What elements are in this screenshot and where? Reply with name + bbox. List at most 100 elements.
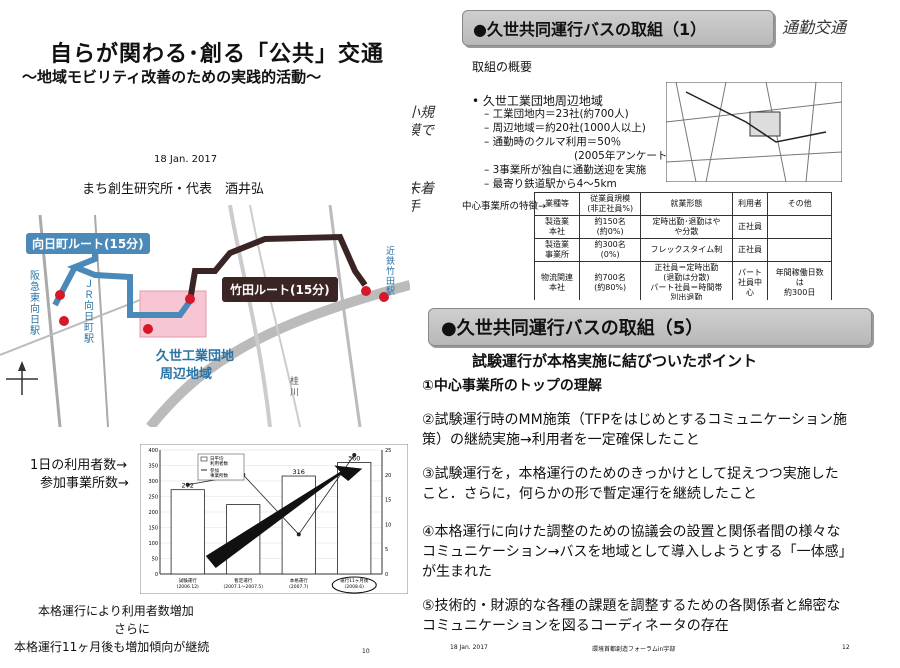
table-cell: 製造業 本社 xyxy=(533,215,581,239)
slide-author: まち創生研究所・代表 酒井弘 xyxy=(82,182,265,197)
chart-y-tick: 350 xyxy=(148,464,158,470)
chart-legend-swatch xyxy=(200,456,208,462)
chart-legend-label: 事業所数 xyxy=(210,472,228,479)
chart-point xyxy=(352,452,357,457)
chart-bar xyxy=(226,504,261,575)
map-road-2 xyxy=(0,299,141,356)
chart-y-tick: 300 xyxy=(148,479,158,485)
table-cell: 正社員＝定時出勤 (退勤は分散) パート社員＝時間帯 別出退勤 xyxy=(640,261,733,300)
slide-title: 自らが関わる･創る「公共」交通 〜地域モビリティ改善のための実践的活動〜 18 … xyxy=(0,0,410,205)
overview-item: – 周辺地域＝約20社(1000人以上) xyxy=(484,122,646,134)
industrial-area-label-2: 周辺地域 xyxy=(160,367,213,382)
table-cell: 製造業 事業所 xyxy=(533,238,581,262)
chart-y-tick: 150 xyxy=(148,526,158,532)
route-map-drawing xyxy=(0,205,410,427)
table-cell: 約150名 (約0%) xyxy=(579,215,642,239)
bus-stop-marker xyxy=(55,290,65,300)
slide-overview-header-text: ●久世共同運行バスの取組（1） xyxy=(473,20,707,39)
chart-caption-2: さらに xyxy=(114,622,151,636)
table-row: 製造業 事業所 約300名 (0%) フレックスタイム制 正社員 xyxy=(533,238,832,262)
table-cell: 約300名 (0%) xyxy=(579,238,642,262)
table-header-cell: 従業員規模 (非正社員%) xyxy=(579,192,642,216)
chart-note-users: 1日の利用者数→ xyxy=(30,458,128,473)
route-map: 向日町ルート(15分) 竹田ルート(15分) 久世工業団地 周辺地域 阪急東向日… xyxy=(0,205,410,427)
highlight-ellipse xyxy=(331,576,377,594)
table-cell: フレックスタイム制 xyxy=(640,238,733,262)
chart-bar xyxy=(337,461,372,575)
bus-stop-marker xyxy=(59,316,69,326)
river-label: 桂川 xyxy=(290,377,300,398)
table-cell: 定時出勤･退勤はや や分散 xyxy=(640,215,733,239)
chart-data-label: 316 xyxy=(293,468,305,476)
overview-item: (2005年アンケート) xyxy=(574,150,672,162)
map-river xyxy=(228,205,272,427)
chart-x-tick: 運行11ヶ月後 xyxy=(340,577,369,584)
chart-x-tick: 試験運行 xyxy=(179,577,197,584)
chart-bar xyxy=(170,489,205,575)
handwriting-top: 通勤交通 xyxy=(782,18,847,37)
station-kintetsu-label: 近鉄竹田駅 xyxy=(386,247,396,297)
bus-stop-marker xyxy=(143,324,153,334)
table-cell: 正社員 xyxy=(731,238,769,262)
chart-x-tick: (2007.1〜2007.5) xyxy=(223,584,263,590)
slide-overview: ●久世共同運行バスの取組（1） 通勤交通 取組の概要 • 久世工業団地周辺地域 … xyxy=(412,0,900,300)
overview-item-list: – 工業団地内＝23社(約700人) – 周辺地域＝約20社(1000人以上) … xyxy=(484,107,672,191)
trend-arrow-icon xyxy=(205,465,363,568)
handwriting-side-2: 未着手 xyxy=(412,181,434,215)
slide-footer-center: 環境首都創造フォーラムin宇部 xyxy=(592,646,676,653)
chart-y2-tick: 5 xyxy=(385,547,388,553)
table-header-row: 業種等 従業員規模 (非正社員%) 就業形態 利用者 その他 xyxy=(533,192,832,216)
table-cell: 年間稼働日数 は 約300日 xyxy=(767,261,832,300)
handwriting-side-1: 小規模で xyxy=(412,105,434,139)
table-header-cell: 就業形態 xyxy=(640,192,733,216)
slide-page-number: 10 xyxy=(362,648,370,655)
compass-icon xyxy=(6,361,38,395)
overview-item: – 通勤時のクルマ利用＝50％ xyxy=(484,136,622,148)
chart-y-tick: 100 xyxy=(148,541,158,547)
industrial-area-label-1: 久世工業団地 xyxy=(156,349,235,364)
chart-legend-label: 日平均 xyxy=(210,455,224,462)
table-cell xyxy=(767,238,832,262)
chart-y-tick: 50 xyxy=(152,557,158,563)
chart-y2-tick: 0 xyxy=(385,572,388,578)
slide-title-heading: 自らが関わる･創る「公共」交通 xyxy=(50,42,385,67)
key-point-item: ⑤技術的・財源的な各種の課題を調整するための各関係者と綿密なコミュニケーションを… xyxy=(422,598,841,634)
chart-x-tick: (2008.6) xyxy=(345,584,365,590)
table-cell: 物流関連 本社 xyxy=(533,261,581,300)
chart-x-tick: (2006.12) xyxy=(177,584,199,590)
chart-x-tick: (2007.7) xyxy=(289,584,309,590)
bus-stop-marker xyxy=(185,294,195,304)
overview-main-bullet: • 久世工業団地周辺地域 xyxy=(472,94,603,108)
table-row: 物流関連 本社 約700名 (約80%) 正社員＝定時出勤 (退勤は分散) パー… xyxy=(533,261,832,300)
slide-footer-page: 12 xyxy=(842,644,850,651)
table-header-cell: その他 xyxy=(767,192,832,216)
map-road-3 xyxy=(328,205,362,427)
key-point-item: ②試験運行時のMM施策（TFPをはじめとするコミュニケーション施策）の継続実施→… xyxy=(422,412,848,448)
chart-y2-tick: 15 xyxy=(385,498,391,504)
table-cell: 正社員 xyxy=(731,215,769,239)
key-points-subtitle: 試験運行が本格実施に結びついたポイント xyxy=(472,352,758,370)
slide-key-points-header: ●久世共同運行バスの取組（5） xyxy=(428,308,872,346)
map-road xyxy=(146,280,410,427)
station-jr-label: ＪＲ向日町駅 xyxy=(84,279,94,345)
chart-data-label: 360 xyxy=(348,454,360,462)
slide-key-points: ●久世共同運行バスの取組（5） 試験運行が本格実施に結びついたポイント ①中心事… xyxy=(412,300,900,668)
slide-date: 18 Jan. 2017 xyxy=(154,154,218,165)
chart-x-tick: 暫定運行 xyxy=(234,577,252,584)
table-cell: 約700名 (約80%) xyxy=(579,261,642,300)
station-hankyu-label: 阪急東向日駅 xyxy=(30,271,40,337)
table-header-cell: 業種等 xyxy=(533,192,581,216)
chart-legend-label: 参加 xyxy=(210,467,219,474)
chart-caption-3: 本格運行11ヶ月後も増加傾向が継続 xyxy=(14,640,210,654)
map-river-2 xyxy=(249,205,301,427)
chart-legend-label: 利用者数 xyxy=(210,460,228,467)
chart-point xyxy=(296,532,301,537)
mukomachi-route-label: 向日町ルート(15分) xyxy=(26,233,150,254)
overview-item: – 工業団地内＝23社(約700人) xyxy=(484,108,629,120)
overview-section-label: 取組の概要 xyxy=(472,60,533,74)
overview-item: – 3事業所が独自に通勤送迎を実施 xyxy=(484,164,647,176)
area-map-thumbnail xyxy=(666,82,842,182)
slide-key-points-header-text: ●久世共同運行バスの取組（5） xyxy=(441,318,704,339)
bus-stop-marker xyxy=(379,292,389,302)
